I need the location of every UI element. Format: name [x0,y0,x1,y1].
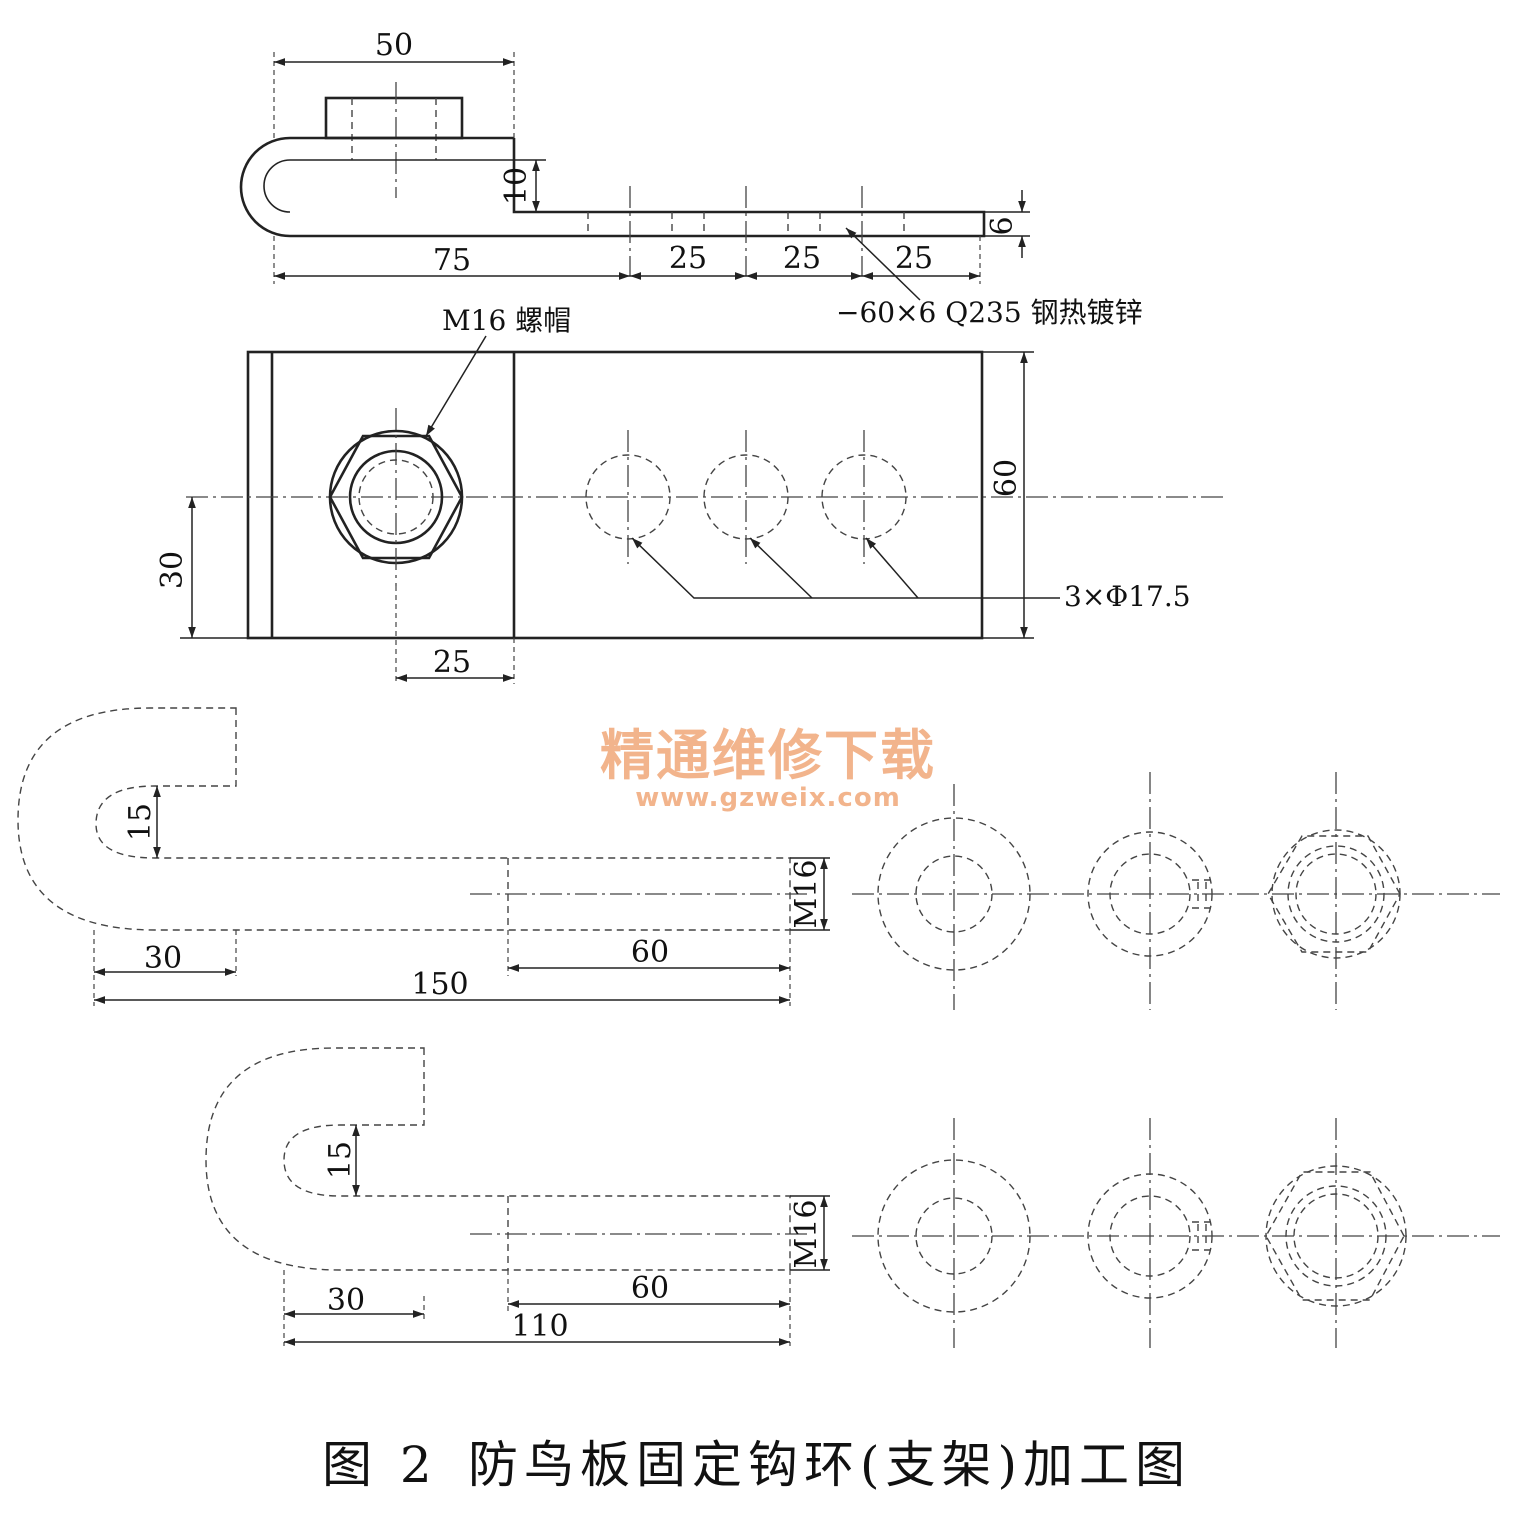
figure-number: 图 2 [322,1436,438,1494]
hook-bolt-150: 15 M16 30 60 150 [17,707,830,1006]
hook110-dim-110: 110 [511,1309,568,1344]
hook-bolt-110: 15 M16 30 60 110 [205,1047,830,1346]
hook110-dim-15: 15 [323,1141,358,1179]
dim-pitch-2: 25 [783,241,821,276]
hook150-dim-60: 60 [631,935,669,970]
dim-bend-height-10: 10 [499,167,534,205]
hook150-dim-m16: M16 [789,860,824,929]
hardware-row-1 [852,772,1500,1010]
hook150-dim-150: 150 [411,967,468,1002]
bracket-side-view: 50 10 6 75 25 25 25 −60×6 Q235 钢热镀锌 [239,28,1143,329]
nut-label: M16 螺帽 [442,304,571,337]
figure-caption: 图 2 防鸟板固定钩环(支架)加工图 [322,1436,1191,1494]
dim-thickness-6: 6 [985,216,1020,235]
hook150-dim-30: 30 [144,941,182,976]
hardware-row-2 [852,1118,1500,1348]
dim-width-50: 50 [375,28,413,63]
dim-height-60: 60 [989,459,1024,497]
dim-center-30: 30 [155,551,190,589]
hook150-dim-15: 15 [123,803,158,841]
holes-label: 3×Φ17.5 [1064,580,1191,613]
dim-pitch-1: 25 [669,241,707,276]
dim-bend-length-75: 75 [433,243,471,278]
bracket-plan-view: M16 螺帽 3×Φ17.5 60 30 25 [155,304,1226,684]
watermark: 精通维修下载 www.gzweix.com [600,724,936,813]
watermark-line1: 精通维修下载 [600,724,936,787]
dim-pitch-3: 25 [895,241,933,276]
hook110-dim-30: 30 [327,1283,365,1318]
material-note: −60×6 Q235 钢热镀锌 [836,296,1143,329]
dim-nut-offset-25: 25 [433,645,471,680]
hook110-dim-60: 60 [631,1271,669,1306]
figure-title: 防鸟板固定钩环(支架)加工图 [468,1436,1191,1494]
hook110-dim-m16: M16 [789,1200,824,1269]
watermark-line2: www.gzweix.com [635,783,901,813]
